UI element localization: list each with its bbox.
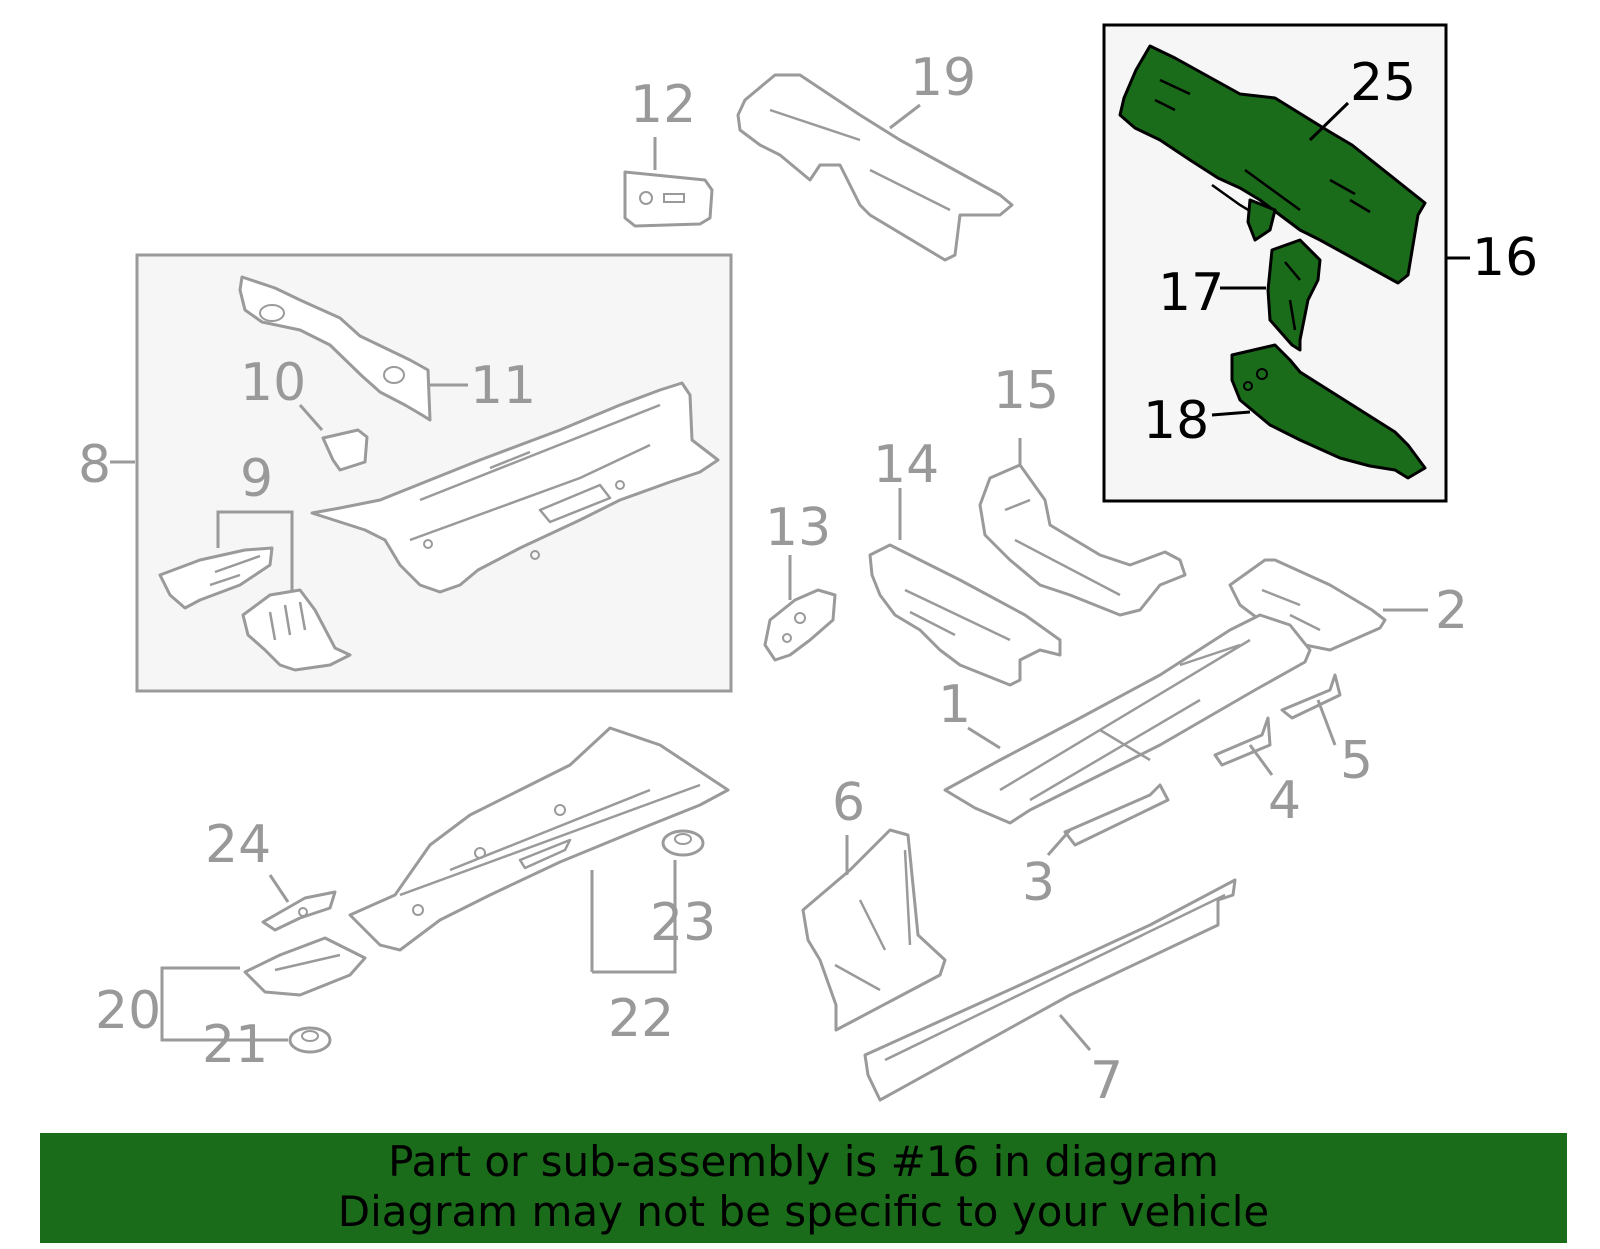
part-25-highlighted[interactable] bbox=[1118, 44, 1427, 285]
banner-line-2: Diagram may not be specific to your vehi… bbox=[337, 1187, 1270, 1236]
part-11[interactable] bbox=[238, 275, 432, 422]
label-6: 6 bbox=[832, 773, 865, 833]
part-9-bracket-a[interactable] bbox=[158, 546, 274, 610]
label-18: 18 bbox=[1143, 391, 1209, 451]
label-4: 4 bbox=[1268, 771, 1301, 831]
part-15[interactable] bbox=[978, 463, 1187, 617]
part-12[interactable] bbox=[623, 170, 714, 228]
label-21: 21 bbox=[202, 1015, 268, 1075]
part-1[interactable] bbox=[943, 613, 1312, 825]
part-13[interactable] bbox=[763, 588, 837, 662]
label-25: 25 bbox=[1350, 53, 1416, 113]
label-20: 20 bbox=[95, 981, 161, 1041]
label-23: 23 bbox=[650, 893, 716, 953]
label-8: 8 bbox=[78, 435, 111, 495]
label-24: 24 bbox=[205, 815, 271, 875]
part-8-floor-panel[interactable] bbox=[310, 381, 720, 594]
part-21-nut[interactable] bbox=[288, 1026, 332, 1054]
label-11: 11 bbox=[470, 356, 536, 416]
label-1: 1 bbox=[938, 675, 971, 735]
label-16: 16 bbox=[1472, 228, 1538, 288]
leader-lines-highlighted bbox=[1211, 101, 1470, 417]
label-17: 17 bbox=[1158, 263, 1224, 323]
label-10: 10 bbox=[240, 353, 306, 413]
label-5: 5 bbox=[1340, 731, 1373, 791]
part-7[interactable] bbox=[863, 878, 1237, 1102]
part-3[interactable] bbox=[1063, 783, 1170, 847]
label-13: 13 bbox=[765, 498, 831, 558]
part-5[interactable] bbox=[1280, 673, 1342, 720]
part-2[interactable] bbox=[1228, 558, 1387, 652]
part-9-bracket-b[interactable] bbox=[241, 588, 352, 672]
label-3: 3 bbox=[1022, 853, 1055, 913]
label-9: 9 bbox=[240, 449, 273, 509]
banner-line-1: Part or sub-assembly is #16 in diagram bbox=[388, 1137, 1219, 1186]
leader-lines bbox=[110, 103, 1428, 1051]
part-19[interactable] bbox=[736, 73, 1014, 262]
part-22[interactable] bbox=[348, 726, 730, 952]
label-12: 12 bbox=[630, 75, 696, 135]
part-23-nut[interactable] bbox=[661, 829, 705, 857]
label-2: 2 bbox=[1435, 581, 1468, 641]
part-20[interactable] bbox=[243, 936, 367, 997]
part-4[interactable] bbox=[1213, 716, 1272, 767]
part-10[interactable] bbox=[321, 428, 369, 472]
label-15: 15 bbox=[993, 361, 1059, 421]
part-14[interactable] bbox=[868, 543, 1062, 687]
label-19: 19 bbox=[910, 48, 976, 108]
part-17-highlighted[interactable] bbox=[1266, 238, 1322, 352]
part-24[interactable] bbox=[261, 890, 337, 932]
label-7: 7 bbox=[1090, 1051, 1123, 1111]
part-18-highlighted[interactable] bbox=[1230, 343, 1427, 480]
label-14: 14 bbox=[873, 435, 939, 495]
part-6[interactable] bbox=[801, 828, 947, 1032]
label-22: 22 bbox=[608, 989, 674, 1049]
info-banner: Part or sub-assembly is #16 in diagram D… bbox=[40, 1133, 1567, 1243]
